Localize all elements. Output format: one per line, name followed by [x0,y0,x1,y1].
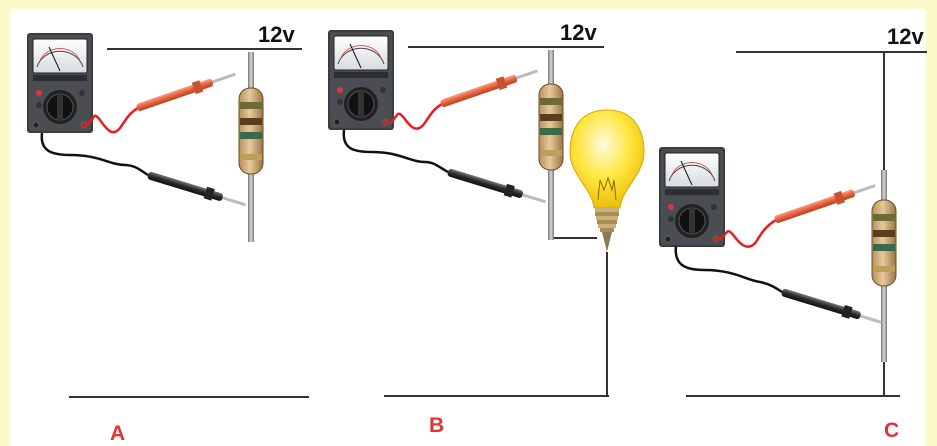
voltage-label: 12v [560,20,597,45]
circuit-a: 12v A [26,22,309,445]
circuit-b: 12v B [327,20,645,437]
circuit-letter: B [429,414,444,437]
circuit-c: 12v C [658,24,927,442]
black-lead-wire [40,132,149,177]
multimeter-icon [658,146,726,248]
multimeter-icon [26,32,94,134]
resistor-icon [238,87,264,175]
circuit-letter: A [110,422,125,445]
red-lead-wire [388,102,443,130]
black-lead-wire [342,129,449,174]
black-lead-wire [674,245,783,294]
test-probe-icon [774,184,876,223]
test-probe-icon [447,168,546,204]
test-probe-icon [147,171,246,207]
light-bulb-icon [569,109,645,252]
circuit-letter: C [884,419,899,442]
voltage-label: 12v [258,22,295,47]
diagram-panel [10,9,926,446]
multimeter-icon [327,29,395,131]
resistor-icon [871,199,897,287]
test-probe-icon [781,288,882,324]
test-probe-icon [136,72,236,111]
test-probe-icon [440,69,538,107]
resistor-icon [538,83,564,171]
voltage-label: 12v [887,24,924,49]
red-lead-wire [85,106,139,134]
red-lead-wire [718,218,777,248]
